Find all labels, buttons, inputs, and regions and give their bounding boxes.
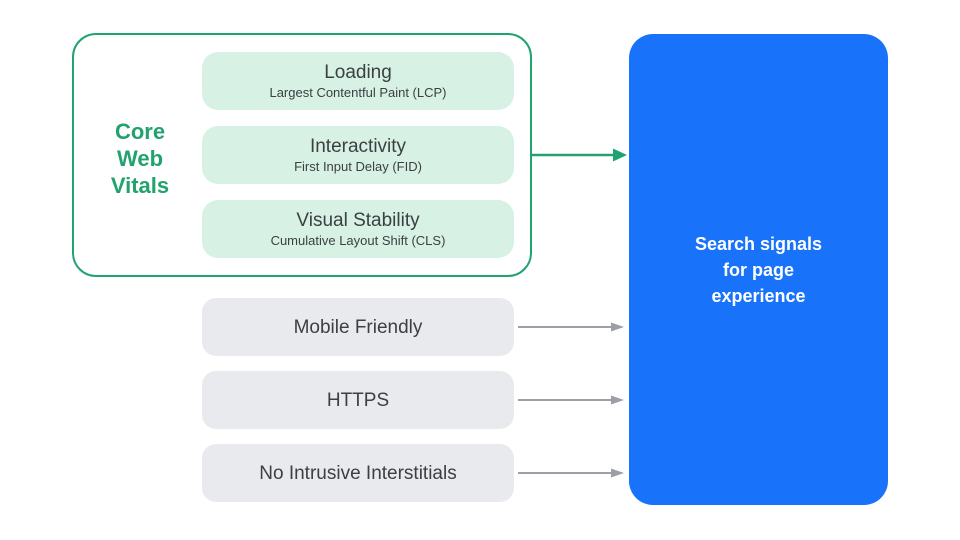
core-web-vitals-label-line: Web [116,146,164,171]
arrow-no-intrusive-interstitials-head [611,468,624,478]
search-signals-panel: Search signals for page experience [629,34,888,505]
core-web-vitals-label: Core Web Vitals [100,118,180,199]
core-web-vitals-label-line: Core [114,119,166,144]
search-signals-text-line: Search signals [694,233,823,254]
pill-interactivity-title: Interactivity [309,136,407,157]
arrow-core-web-vitals-head [613,148,627,162]
pill-loading: Loading Largest Contentful Paint (LCP) [202,52,514,110]
pill-no-intrusive-interstitials: No Intrusive Interstitials [202,444,514,502]
pill-loading-subtitle: Largest Contentful Paint (LCP) [269,85,447,100]
pill-https-label: HTTPS [326,389,390,411]
search-signals-text: Search signals for page experience [695,231,822,309]
arrow-mobile-friendly-head [611,322,624,332]
pill-mobile-friendly-label: Mobile Friendly [293,316,423,338]
core-web-vitals-label-line: Vitals [110,173,170,198]
pill-loading-title: Loading [324,62,392,83]
search-signals-text-line: for page [722,259,794,280]
pill-visual-stability-subtitle: Cumulative Layout Shift (CLS) [270,233,446,248]
pill-visual-stability: Visual Stability Cumulative Layout Shift… [202,200,514,258]
arrow-https-head [611,395,624,405]
pill-mobile-friendly: Mobile Friendly [202,298,514,356]
search-signals-text-line: experience [711,285,806,306]
pill-visual-stability-title: Visual Stability [296,210,420,231]
pill-interactivity: Interactivity First Input Delay (FID) [202,126,514,184]
pill-no-intrusive-interstitials-label: No Intrusive Interstitials [259,462,457,484]
pill-https: HTTPS [202,371,514,429]
pill-interactivity-subtitle: First Input Delay (FID) [294,159,422,174]
